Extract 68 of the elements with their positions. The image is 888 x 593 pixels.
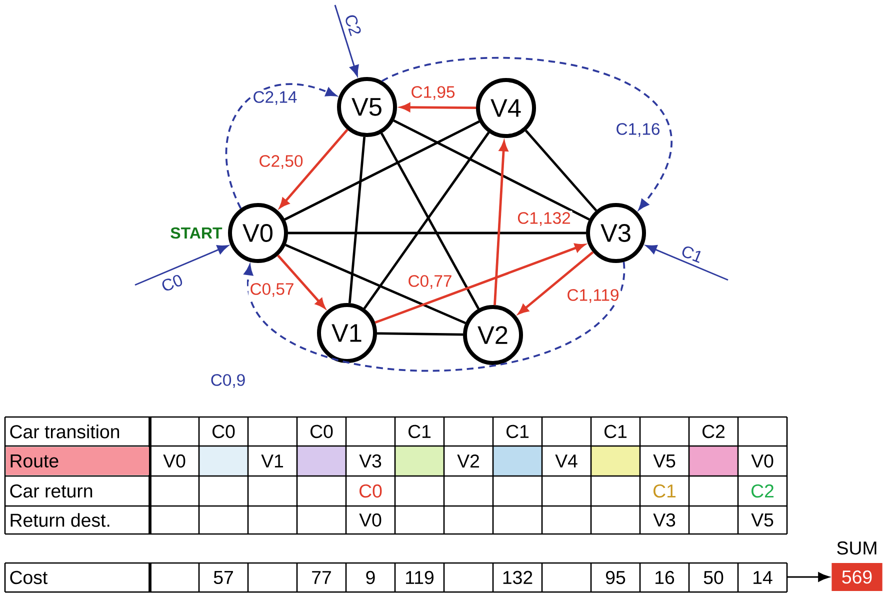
table-cell: 14 bbox=[754, 571, 772, 584]
arrow bbox=[244, 262, 625, 372]
edge-label: C2,50 bbox=[257, 154, 305, 170]
table-cell: V0 bbox=[359, 513, 382, 527]
arrow bbox=[374, 244, 585, 324]
graph-edge bbox=[348, 136, 366, 304]
edge-label: C1,132 bbox=[516, 210, 572, 228]
graph-edge bbox=[393, 119, 590, 221]
table-cell: C1 bbox=[604, 424, 627, 438]
graph-edge bbox=[285, 244, 466, 324]
table-cell: V0 bbox=[751, 454, 774, 468]
edge-label: C0,57 bbox=[248, 282, 296, 298]
arrow bbox=[225, 83, 336, 209]
table-cell: V1 bbox=[261, 454, 284, 468]
table-cell: V5 bbox=[751, 514, 774, 527]
edge-label: C1 bbox=[678, 242, 706, 266]
edge-label: C1,95 bbox=[409, 84, 457, 102]
arrow bbox=[134, 245, 228, 286]
table-cell: V3 bbox=[359, 454, 382, 468]
arrow bbox=[787, 572, 830, 582]
row-header: Cost bbox=[10, 570, 48, 584]
edge-label: C0 bbox=[158, 272, 186, 294]
sum-box: 569 bbox=[832, 563, 882, 591]
graph-edge bbox=[380, 132, 480, 310]
table-cell: V3 bbox=[653, 513, 676, 527]
arrow bbox=[382, 57, 672, 210]
row-header: Car transition bbox=[10, 424, 120, 438]
table-cell: C1 bbox=[654, 484, 676, 498]
graph-edge bbox=[284, 120, 480, 221]
edge-label: C2 bbox=[342, 11, 364, 39]
table-cell: C0 bbox=[360, 484, 382, 498]
table-cell: C1 bbox=[408, 424, 431, 438]
graph-edge bbox=[376, 332, 464, 336]
graph-edge bbox=[524, 130, 598, 212]
edge-label: C0,77 bbox=[406, 274, 454, 290]
edge-label: C0,9 bbox=[209, 372, 247, 390]
table-cell: V4 bbox=[555, 454, 578, 468]
table-cell: 77 bbox=[312, 571, 331, 584]
row-header: Car return bbox=[10, 484, 92, 498]
table-cell: V2 bbox=[457, 454, 479, 468]
sum-label: SUM bbox=[837, 541, 876, 555]
edge-label: C1,16 bbox=[614, 122, 662, 138]
table-cell: C2 bbox=[702, 424, 724, 438]
table-cell: C1 bbox=[506, 424, 529, 438]
arrow bbox=[646, 244, 728, 281]
table-cell: 57 bbox=[214, 571, 233, 584]
row-header: Route bbox=[6, 447, 149, 475]
table-cell: C0 bbox=[310, 424, 333, 438]
table-cell: 95 bbox=[606, 570, 626, 584]
row-header: Return dest. bbox=[10, 513, 110, 527]
start-label: START bbox=[170, 227, 222, 239]
table-cell: 119 bbox=[406, 570, 434, 584]
table-cell: 16 bbox=[656, 570, 674, 584]
table-cell: V5 bbox=[653, 454, 676, 468]
edge-label: C2,14 bbox=[251, 90, 299, 106]
table-cell: C0 bbox=[212, 424, 235, 438]
arrow bbox=[277, 254, 326, 308]
table-cell: 50 bbox=[704, 570, 724, 584]
arrow bbox=[279, 128, 348, 208]
arrow bbox=[518, 251, 594, 314]
arrow bbox=[334, 4, 359, 76]
table-cell: 9 bbox=[366, 570, 375, 584]
table-cell: 132 bbox=[503, 570, 532, 584]
graph-edge bbox=[288, 232, 586, 234]
edge-label: C1,119 bbox=[565, 288, 621, 304]
table-cell: V0 bbox=[163, 454, 186, 468]
table-cell: C2 bbox=[752, 484, 774, 498]
graph-edge bbox=[363, 132, 490, 310]
